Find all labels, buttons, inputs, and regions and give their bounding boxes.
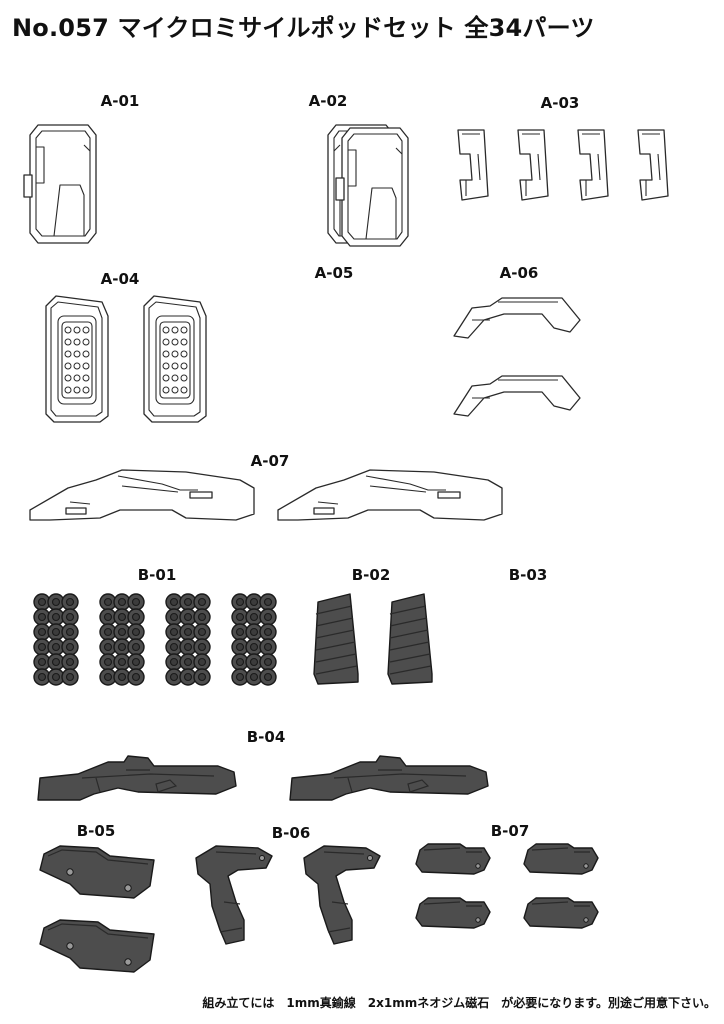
- part-b-06-right: [303, 845, 381, 945]
- part-a-06-bottom: [453, 375, 581, 417]
- part-a-02-right: [335, 127, 409, 247]
- part-a-04-right: [143, 295, 207, 423]
- label-a-03: A-03: [540, 94, 580, 112]
- label-a-04: A-04: [100, 270, 140, 288]
- label-b-01: B-01: [137, 566, 177, 584]
- label-b-05: B-05: [76, 822, 116, 840]
- label-b-03: B-03: [508, 566, 548, 584]
- part-a-04-left: [45, 295, 109, 423]
- part-a-01-left: [23, 124, 97, 244]
- label-b-04: B-04: [246, 728, 286, 746]
- label-a-01: A-01: [100, 92, 140, 110]
- part-b-05-bottom: [39, 919, 155, 973]
- part-b-07-4: [523, 897, 599, 929]
- footer-note: 組み立てには 1mm真鍮線 2x1mmネオジム磁石 が必要になります。別途ご用意…: [202, 996, 716, 1010]
- part-b-05-top: [39, 845, 155, 899]
- part-b-02-right: [387, 593, 433, 685]
- label-a-06: A-06: [499, 264, 539, 282]
- part-b-01-1: [33, 593, 79, 686]
- part-b-02-left: [313, 593, 359, 685]
- label-b-02: B-02: [351, 566, 391, 584]
- part-b-07-1: [415, 843, 491, 875]
- part-b-01-4: [231, 593, 277, 686]
- part-b-07-2: [523, 843, 599, 875]
- label-b-07: B-07: [490, 822, 530, 840]
- part-b-06-left: [195, 845, 273, 945]
- part-b-01-3: [165, 593, 211, 686]
- part-a-03-1: [457, 129, 489, 201]
- part-a-07-right: [277, 469, 503, 521]
- label-a-02: A-02: [308, 92, 348, 110]
- part-a-03-4: [637, 129, 669, 201]
- part-a-06-top: [453, 297, 581, 339]
- part-a-03-3: [577, 129, 609, 201]
- label-b-06: B-06: [271, 824, 311, 842]
- part-b-07-3: [415, 897, 491, 929]
- label-a-07: A-07: [250, 452, 290, 470]
- part-b-01-2: [99, 593, 145, 686]
- part-b-04-left: [37, 755, 237, 801]
- part-a-07-left: [29, 469, 255, 521]
- label-a-05: A-05: [314, 264, 354, 282]
- part-a-03-2: [517, 129, 549, 201]
- page-title: No.057 マイクロミサイルポッドセット 全34パーツ: [12, 14, 595, 42]
- part-b-04-right: [289, 755, 489, 801]
